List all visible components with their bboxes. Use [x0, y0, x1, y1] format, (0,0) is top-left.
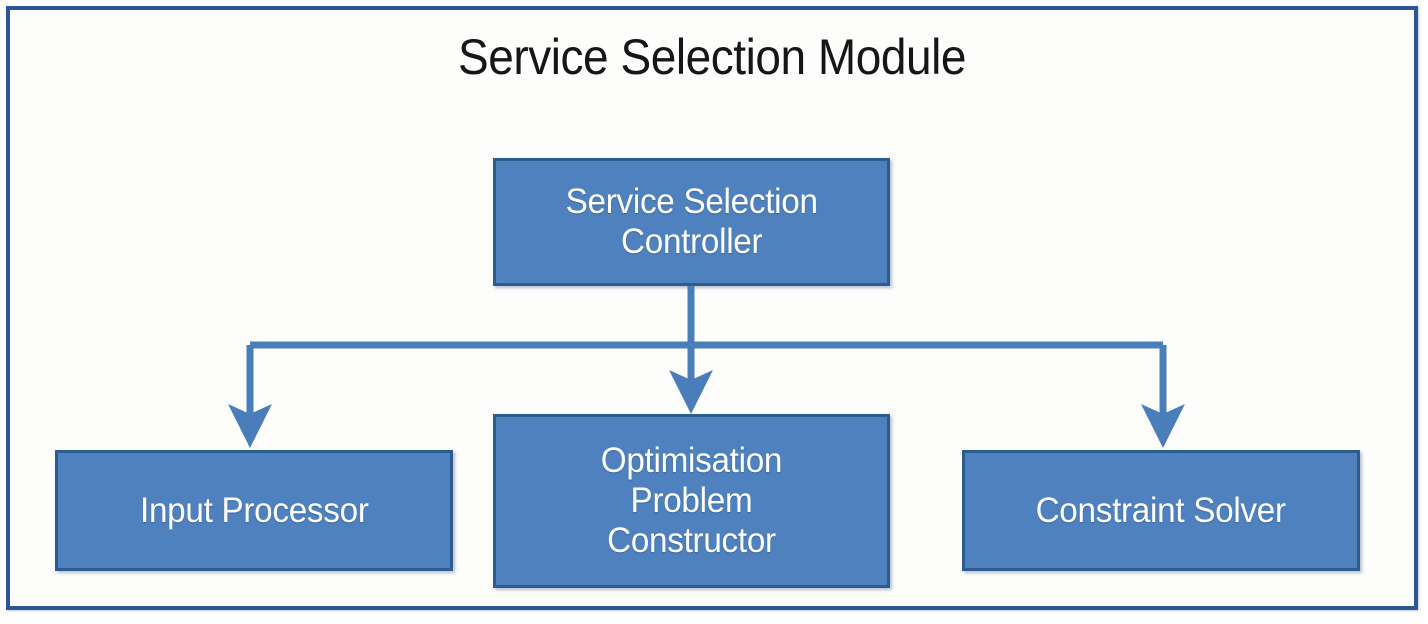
node-constraint-solver[interactable]: Constraint Solver: [962, 450, 1360, 571]
node-label: Constraint Solver: [1035, 490, 1287, 530]
node-input-processor[interactable]: Input Processor: [55, 450, 453, 571]
node-label: Input Processor: [139, 490, 369, 530]
node-label: Optimisation Problem Constructor: [600, 441, 783, 560]
node-optimisation-problem-constructor[interactable]: Optimisation Problem Constructor: [493, 414, 890, 588]
node-label: Service Selection Controller: [565, 182, 818, 261]
page-title: Service Selection Module: [457, 29, 967, 85]
node-service-selection-controller[interactable]: Service Selection Controller: [493, 158, 890, 286]
